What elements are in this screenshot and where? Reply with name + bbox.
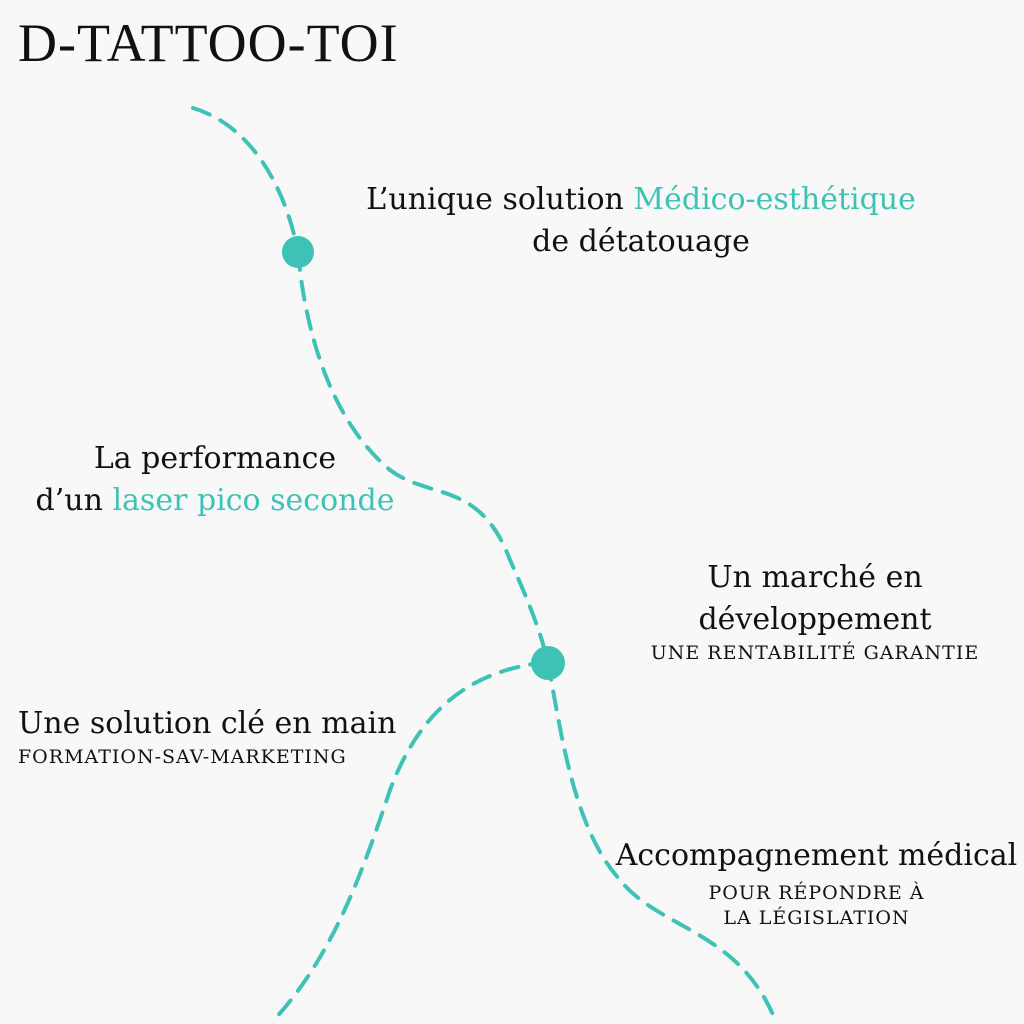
- node-laser-prefix: d’un: [35, 483, 113, 518]
- node-medico-line2: de détatouage: [532, 224, 750, 259]
- node-laser-line1: La performance: [93, 441, 337, 476]
- node-marche: Un marché en développement UNE RENTABILI…: [610, 560, 1020, 665]
- dashed-path-left-branch: [270, 660, 550, 1024]
- node-marche-sub: UNE RENTABILITÉ GARANTIE: [650, 642, 980, 664]
- node-medico: L’unique solution Médico-esthétique de d…: [330, 182, 952, 260]
- dashed-path-right-branch: [546, 660, 778, 1024]
- node-laser: La performance d’un laser pico seconde: [20, 441, 410, 519]
- node-medical-sub1: POUR RÉPONDRE À: [708, 882, 925, 904]
- node-laser-highlight: laser pico seconde: [112, 483, 395, 518]
- node-solution-sub: FORMATION-SAV-MARKETING: [18, 746, 347, 768]
- path-node-dot: [282, 236, 314, 268]
- dashed-path-middle: [296, 250, 550, 664]
- node-marche-line2: développement: [698, 602, 932, 637]
- node-medico-prefix: L’unique solution: [366, 182, 634, 217]
- dashed-path-top: [191, 106, 300, 254]
- node-medical: Accompagnement médical POUR RÉPONDRE À L…: [614, 838, 1019, 930]
- page-title: D-TATTOO-TOI: [18, 13, 399, 73]
- node-solution: Une solution clé en main FORMATION-SAV-M…: [18, 706, 396, 769]
- node-marche-line1: Un marché en: [707, 560, 923, 595]
- node-medical-sub2: LA LÉGISLATION: [723, 906, 910, 929]
- node-solution-line1: Une solution clé en main: [18, 706, 397, 741]
- node-medical-line1: Accompagnement médical: [615, 838, 1018, 873]
- path-node-dot: [531, 646, 565, 680]
- node-medico-highlight: Médico-esthétique: [633, 182, 916, 217]
